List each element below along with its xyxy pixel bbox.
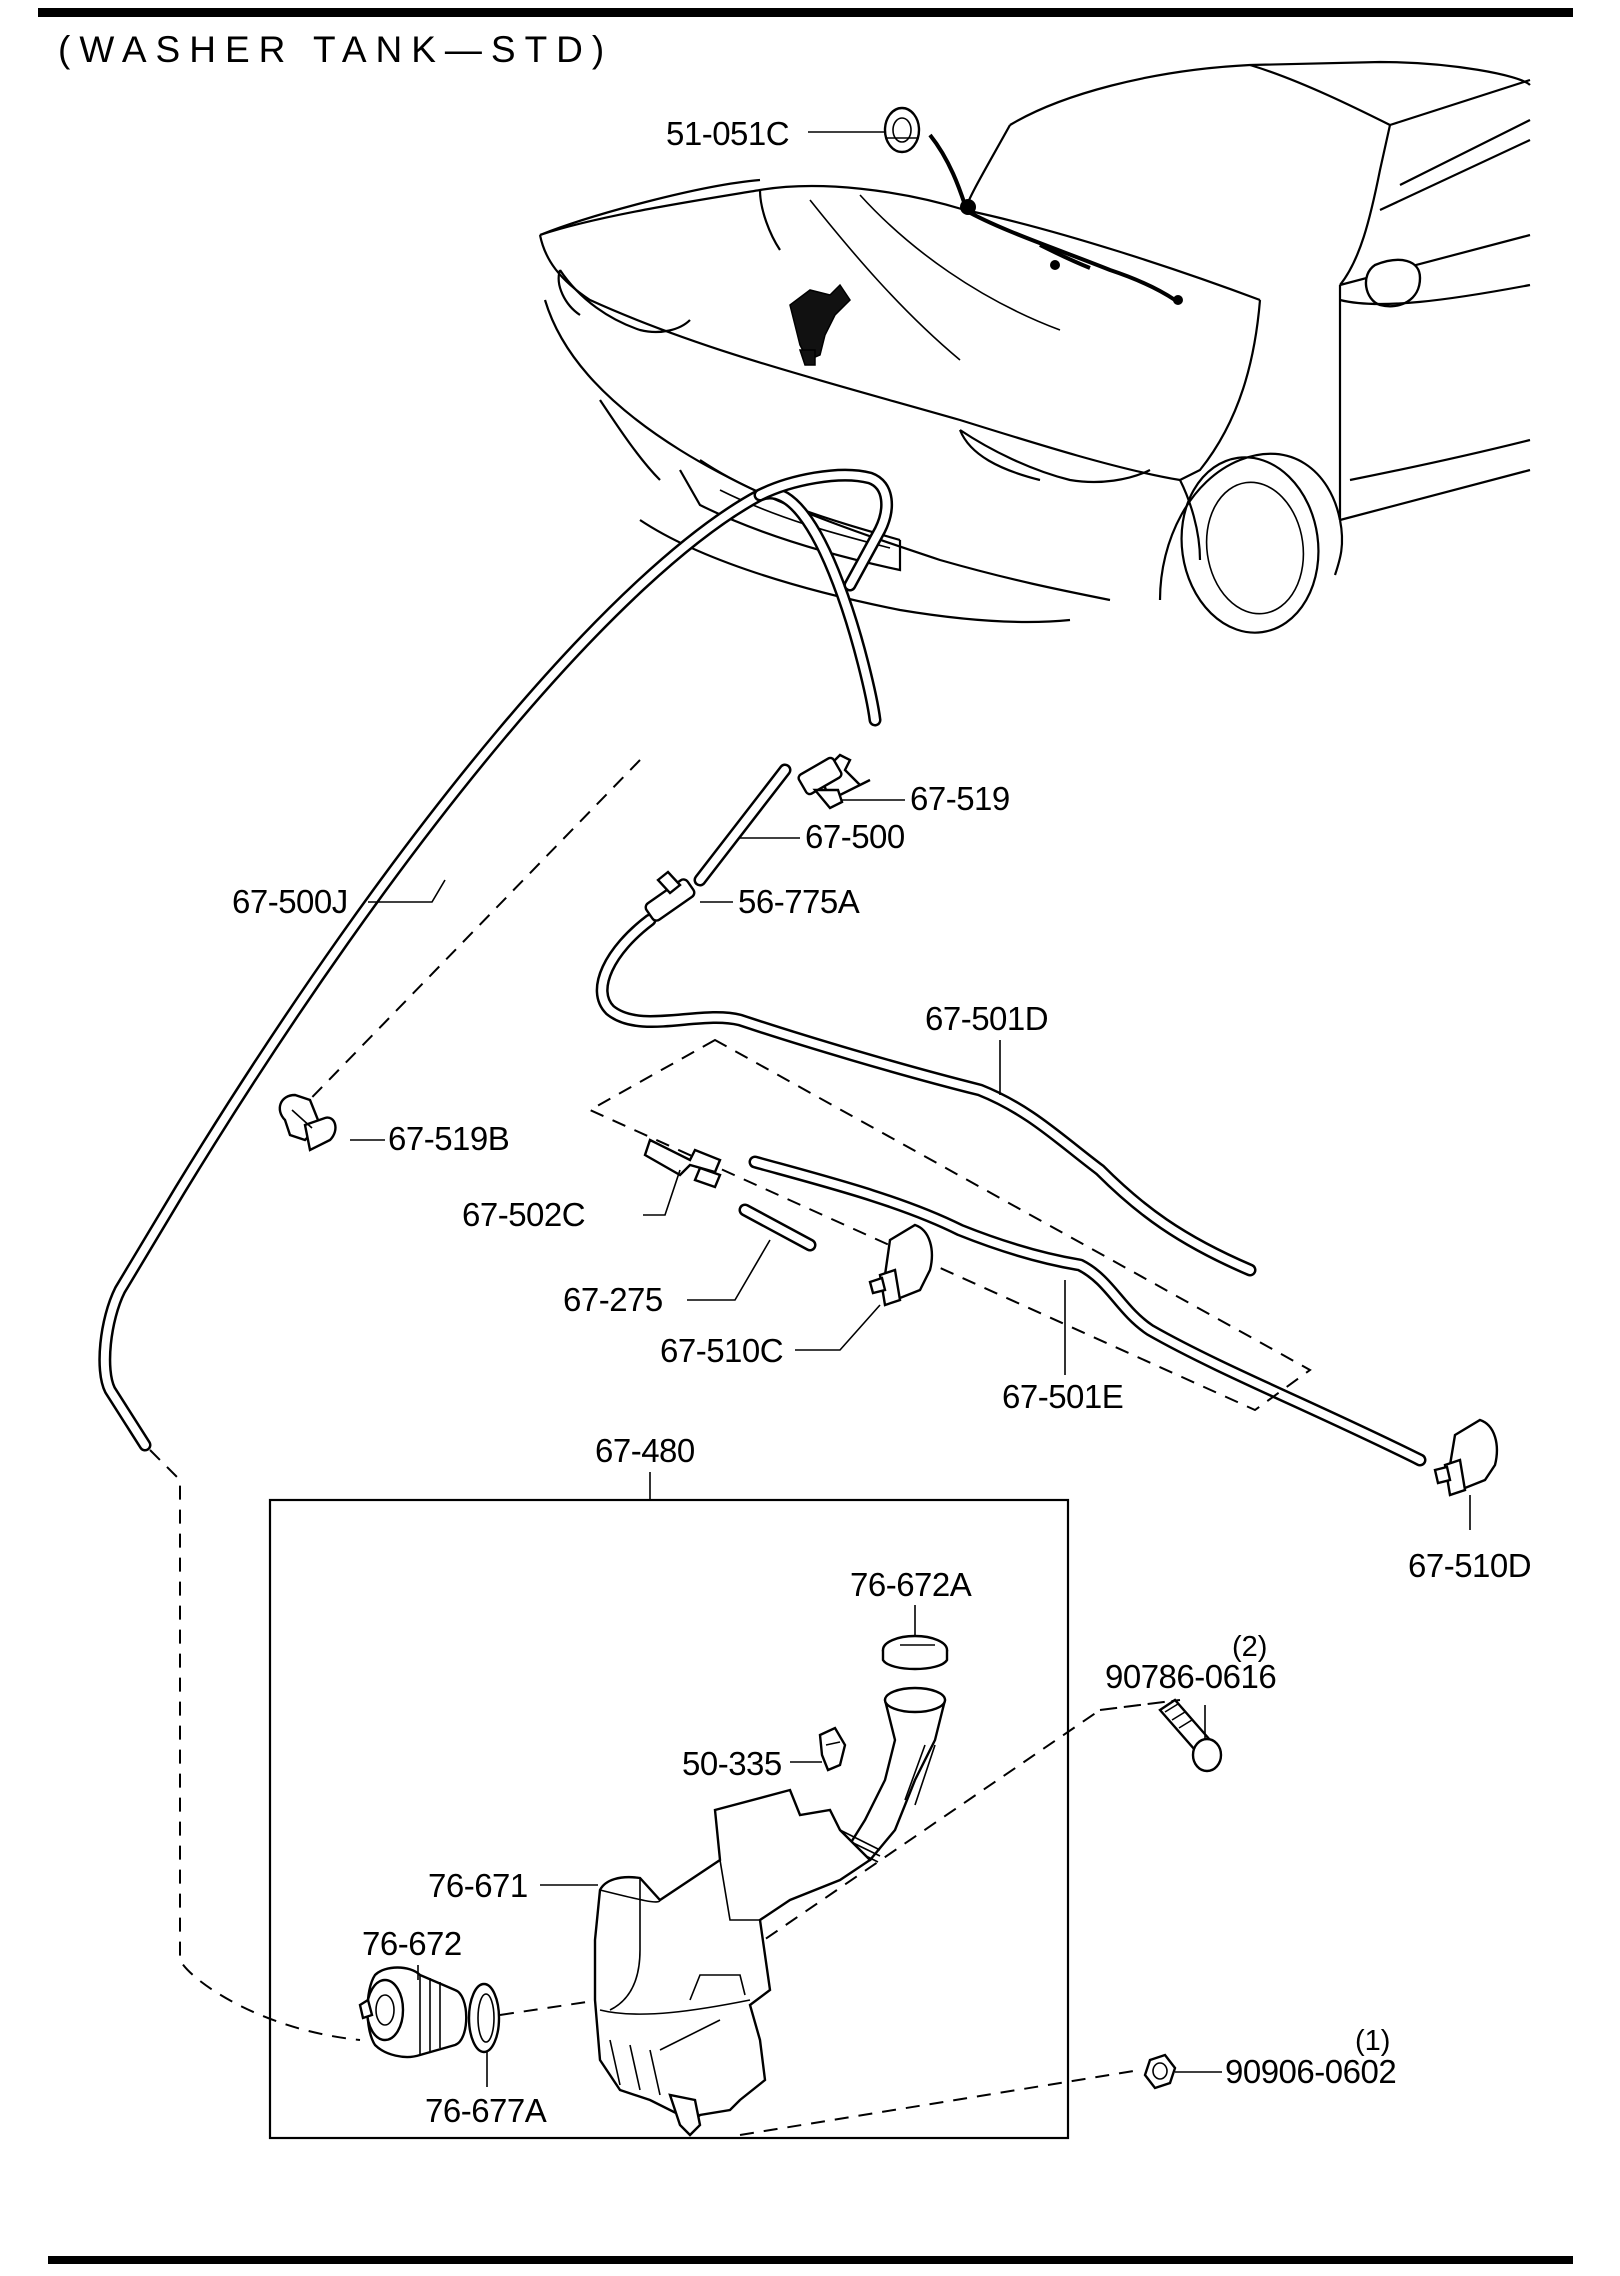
label-67-501e: 67-501E <box>1002 1378 1123 1415</box>
label-76-677a: 76-677A <box>425 2092 547 2129</box>
label-67-510c: 67-510C <box>660 1332 783 1369</box>
dashed-box-nozzle-hoses <box>587 1038 1312 1412</box>
leader-lines <box>350 131 1471 2087</box>
label-90786-0616: 90786-0616 <box>1105 1658 1276 1695</box>
label-51-051c: 51-051C <box>666 115 789 152</box>
label-90906-0602: 90906-0602 <box>1225 2053 1396 2090</box>
label-67-510d: 67-510D <box>1408 1547 1531 1584</box>
hose-67-501e <box>748 1155 1427 1467</box>
dashed-guide-tank-pump <box>149 1449 361 2041</box>
label-76-672: 76-672 <box>362 1925 462 1962</box>
car-illustration <box>538 60 1531 634</box>
pump-76-672 <box>358 1966 468 2059</box>
diagram-title: (WASHER TANK—STD) <box>58 29 613 70</box>
label-67-502c: 67-502C <box>462 1196 585 1233</box>
clip-50-335 <box>818 1726 847 1772</box>
hose-67-500j <box>98 486 882 1452</box>
label-67-519: 67-519 <box>910 780 1010 817</box>
label-67-480: 67-480 <box>595 1432 695 1469</box>
label-67-501d: 67-501D <box>925 1000 1048 1037</box>
dashed-guide-bolt <box>719 1699 1181 1971</box>
dashed-guide-seal-tank <box>499 1999 601 2016</box>
label-76-671: 76-671 <box>428 1867 528 1904</box>
nozzle-67-510d <box>1433 1418 1499 1497</box>
bottom-rule <box>48 2256 1573 2264</box>
hose-67-275 <box>738 1203 817 1252</box>
connector-67-519 <box>797 753 871 810</box>
label-90786-0616-qty: (2) <box>1232 1631 1267 1663</box>
tank-assembly-box <box>268 1498 1070 2140</box>
hose-67-500 <box>693 763 792 887</box>
joint-56-775a <box>644 870 696 922</box>
label-67-275: 67-275 <box>563 1281 663 1318</box>
tank-76-671 <box>593 1686 947 2137</box>
label-67-519b: 67-519B <box>388 1120 509 1157</box>
nut-90906-0602 <box>1143 2053 1177 2090</box>
seal-76-677a <box>467 1982 501 2054</box>
label-56-775a: 56-775A <box>738 883 860 920</box>
clip-67-519b <box>278 1093 337 1152</box>
hose-67-500j-loop <box>753 468 894 592</box>
label-90906-0602-qty: (1) <box>1355 2025 1390 2057</box>
label-67-500j: 67-500J <box>232 883 348 920</box>
nozzle-67-510c <box>868 1223 934 1307</box>
cap-76-672a <box>881 1634 949 1671</box>
hose-67-501d <box>595 913 1257 1277</box>
dashed-guide-67-519b <box>289 759 641 1121</box>
connector-67-502c <box>643 1138 722 1189</box>
label-50-335: 50-335 <box>682 1745 782 1782</box>
top-rule <box>38 8 1573 17</box>
label-67-500: 67-500 <box>805 818 905 855</box>
dashed-guide-nut <box>739 2069 1141 2136</box>
label-76-672a: 76-672A <box>850 1566 972 1603</box>
bolt-90786-0616 <box>1158 1698 1223 1773</box>
